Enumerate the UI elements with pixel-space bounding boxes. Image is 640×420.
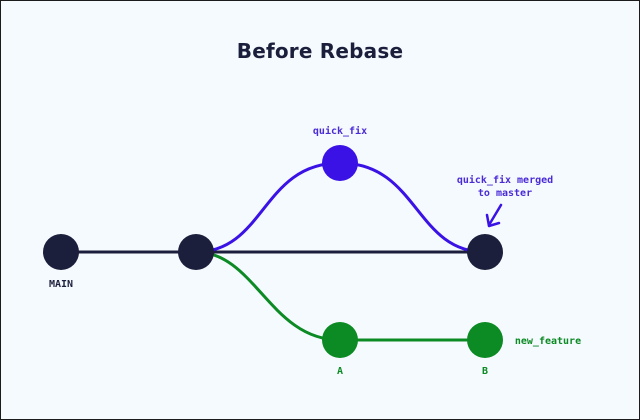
quick-fix-label: quick_fix bbox=[313, 125, 367, 137]
main-commit-1 bbox=[43, 234, 79, 270]
commit-b-label: B bbox=[482, 366, 488, 377]
merged-note-line2: to master bbox=[478, 188, 532, 199]
quick-fix-commit bbox=[322, 145, 358, 181]
main-label: MAIN bbox=[49, 279, 73, 290]
commit-a bbox=[322, 322, 358, 358]
new-feature-label: new_feature bbox=[515, 336, 581, 347]
main-commit-2 bbox=[178, 234, 214, 270]
main-merge-commit bbox=[467, 234, 503, 270]
merged-note-line1: quick_fix merged bbox=[457, 174, 553, 186]
commit-b bbox=[467, 322, 503, 358]
arrow-icon bbox=[485, 203, 503, 228]
diagram-title: Before Rebase bbox=[236, 39, 404, 63]
commit-a-label: A bbox=[337, 366, 343, 377]
